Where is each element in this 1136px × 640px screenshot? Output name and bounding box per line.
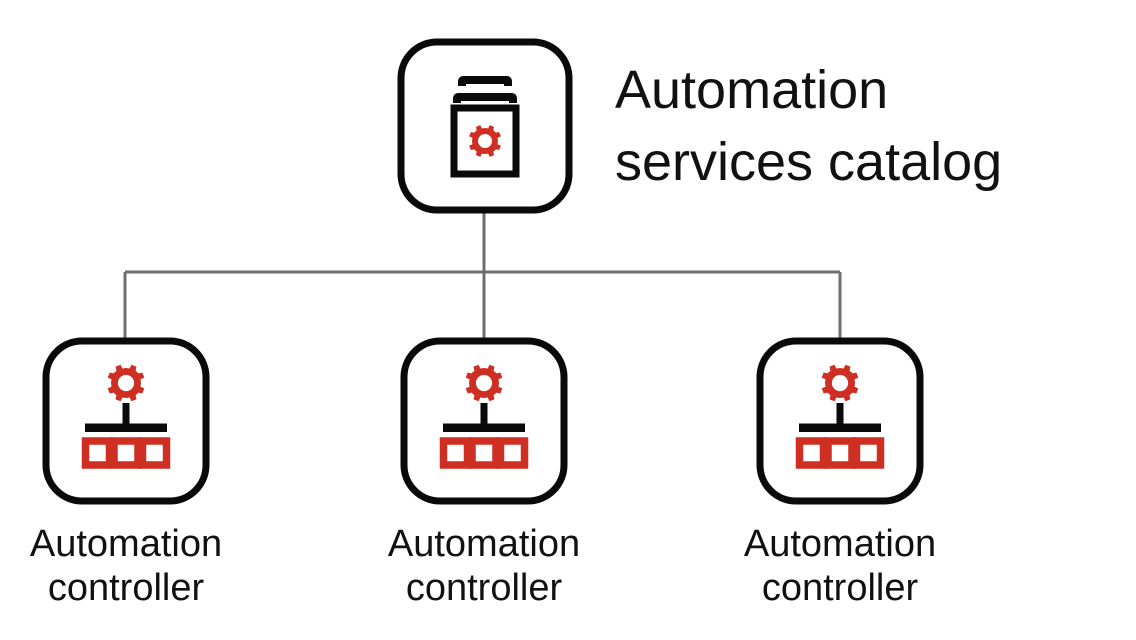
catalog-node-box[interactable] bbox=[397, 38, 573, 214]
connector-group bbox=[123, 212, 842, 341]
controller-2-label-line-2: controller bbox=[406, 567, 563, 609]
catalog-title-line-2: services catalog bbox=[615, 132, 1002, 192]
node-automation-controller-1[interactable] bbox=[42, 337, 210, 505]
node-automation-controller-3[interactable] bbox=[756, 337, 924, 505]
node-automation-services-catalog[interactable] bbox=[397, 38, 573, 214]
controller-3-label-line-1: Automation bbox=[744, 523, 936, 565]
node-automation-controller-2[interactable] bbox=[400, 337, 568, 505]
catalog-title-line-1: Automation bbox=[615, 60, 888, 120]
controller-2-label-line-1: Automation bbox=[388, 523, 580, 565]
controller-3-label-line-2: controller bbox=[762, 567, 919, 609]
controller-1-label-line-1: Automation bbox=[30, 523, 222, 565]
controller-1-label-line-2: controller bbox=[48, 567, 205, 609]
